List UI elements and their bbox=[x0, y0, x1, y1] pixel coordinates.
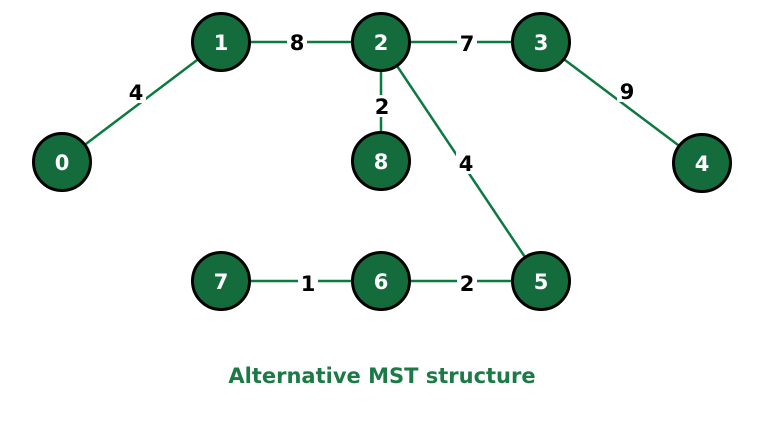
edge-weight-0-1: 4 bbox=[129, 81, 144, 105]
nodes-layer: 0 1 2 3 4 5 6 bbox=[32, 12, 732, 311]
node-8-label: 8 bbox=[374, 150, 389, 174]
node-4-label: 4 bbox=[695, 152, 710, 176]
node-6: 6 bbox=[351, 251, 411, 311]
node-6-label: 6 bbox=[374, 270, 389, 294]
node-2: 2 bbox=[351, 12, 411, 72]
edge-weight-bg bbox=[372, 95, 392, 117]
node-5-label: 5 bbox=[534, 270, 549, 294]
node-3: 3 bbox=[511, 12, 571, 72]
edge-weight-7-6: 1 bbox=[301, 272, 316, 296]
edge-weight-bg bbox=[126, 81, 146, 103]
edge-weight-bg bbox=[457, 272, 477, 294]
node-3-label: 3 bbox=[534, 31, 549, 55]
edge-weight-bg bbox=[298, 272, 318, 294]
node-1-label: 1 bbox=[214, 31, 229, 55]
node-1: 1 bbox=[191, 12, 251, 72]
node-0-circle bbox=[32, 132, 92, 192]
node-7: 7 bbox=[191, 251, 251, 311]
node-8-circle bbox=[351, 131, 411, 191]
edge-weight-bg bbox=[457, 32, 477, 54]
edge-weight-bg bbox=[617, 80, 637, 102]
edge-weights-layer: 4 8 7 2 9 4 1 2 bbox=[126, 31, 637, 296]
node-2-circle bbox=[351, 12, 411, 72]
node-8: 8 bbox=[351, 131, 411, 191]
edge-weight-bg bbox=[287, 31, 307, 53]
node-0-label: 0 bbox=[55, 151, 70, 175]
node-1-circle bbox=[191, 12, 251, 72]
node-5-circle bbox=[511, 251, 571, 311]
edge-weight-1-2: 8 bbox=[290, 31, 305, 55]
node-7-circle bbox=[191, 251, 251, 311]
edge-weight-6-5: 2 bbox=[460, 272, 475, 296]
node-6-circle bbox=[351, 251, 411, 311]
edge-3-4 bbox=[540, 41, 703, 164]
node-0: 0 bbox=[32, 132, 92, 192]
diagram-caption: Alternative MST structure bbox=[228, 364, 535, 388]
edge-weight-2-3: 7 bbox=[460, 32, 475, 56]
edge-weight-2-8: 2 bbox=[375, 95, 390, 119]
node-7-label: 7 bbox=[214, 270, 229, 294]
node-3-circle bbox=[511, 12, 571, 72]
edge-weight-bg bbox=[456, 152, 476, 174]
edge-weight-2-5: 4 bbox=[459, 152, 474, 176]
node-2-label: 2 bbox=[374, 31, 389, 55]
node-4-circle bbox=[672, 133, 732, 193]
edge-weight-3-4: 9 bbox=[620, 80, 635, 104]
node-4: 4 bbox=[672, 133, 732, 193]
node-5: 5 bbox=[511, 251, 571, 311]
